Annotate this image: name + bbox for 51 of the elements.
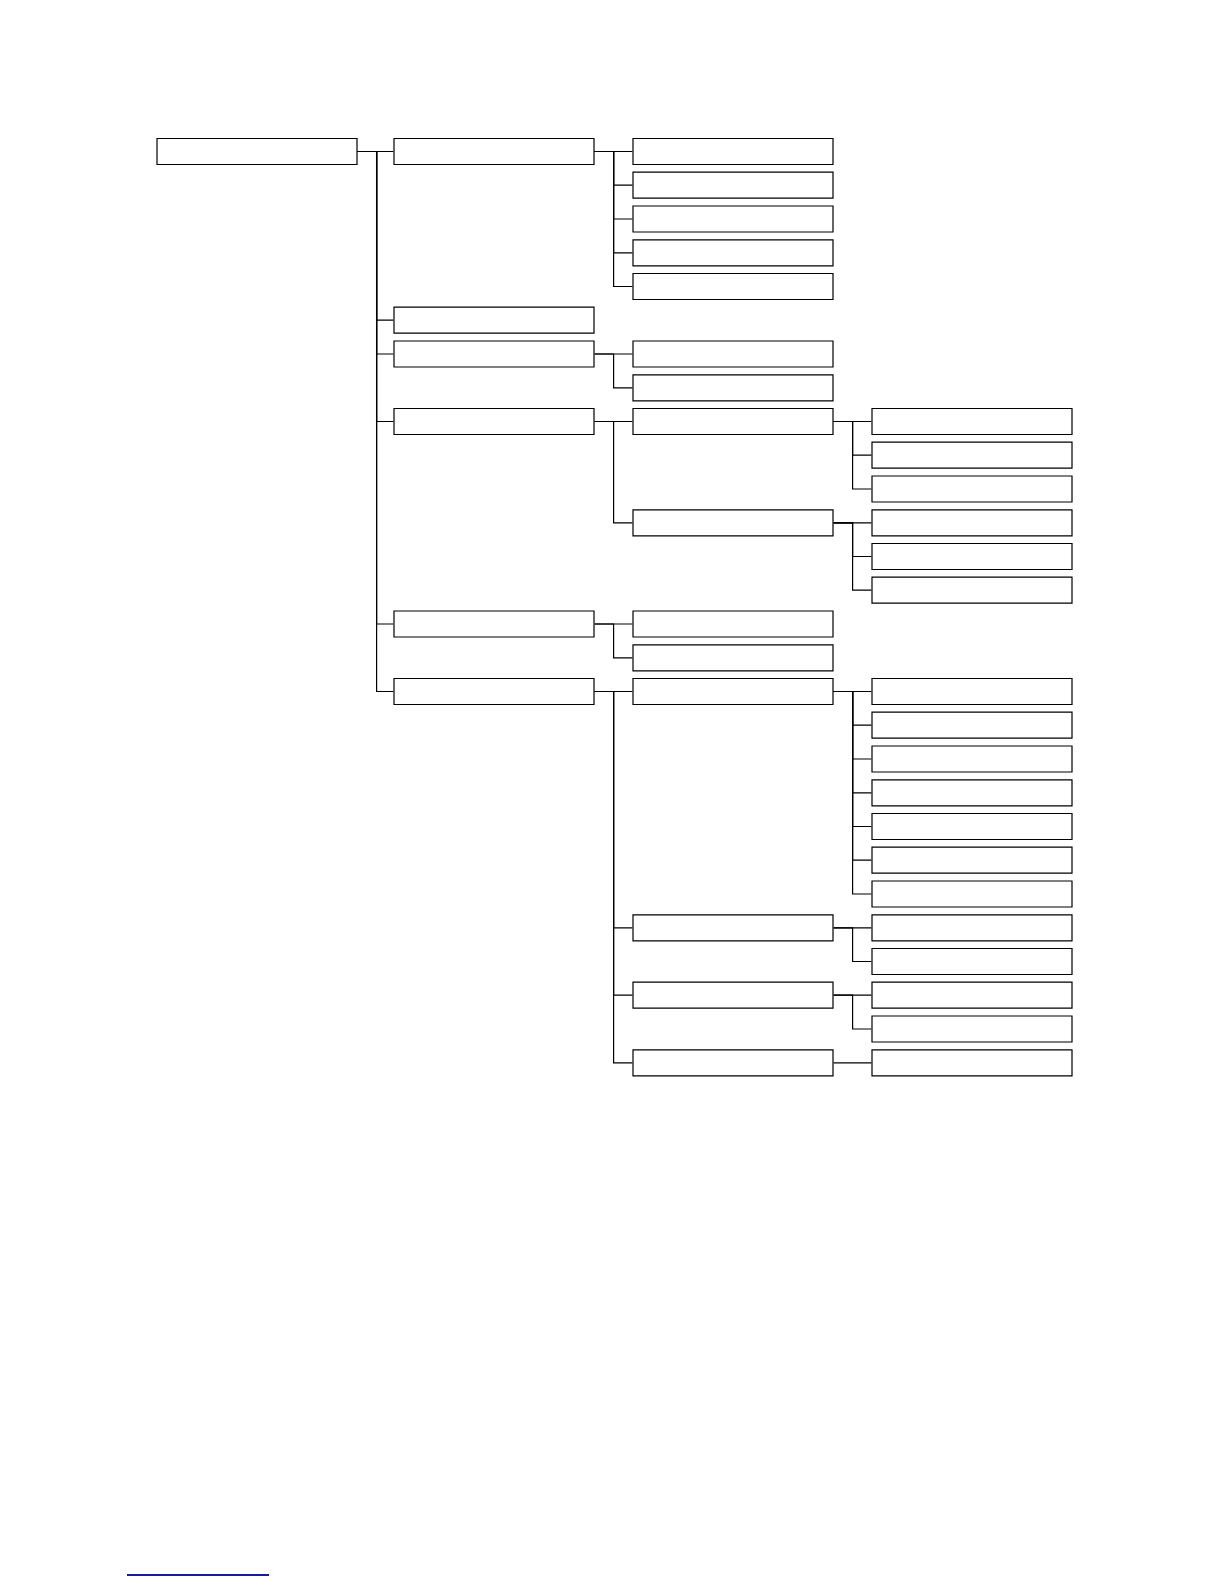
tree-box	[871, 914, 1073, 942]
tree-box	[871, 745, 1073, 773]
tree-box	[393, 407, 595, 436]
tree-box	[871, 407, 1073, 436]
tree-box	[632, 1049, 834, 1077]
tree-box	[156, 137, 358, 166]
connector-line	[594, 150, 633, 288]
tree-box	[871, 846, 1073, 874]
tree-box	[632, 981, 834, 1009]
tree-box	[632, 914, 834, 942]
tree-box	[871, 711, 1073, 739]
tree-box	[871, 441, 1073, 469]
tree-box	[393, 677, 595, 706]
tree-box	[871, 779, 1073, 807]
tree-box	[871, 812, 1073, 841]
tree-box	[632, 610, 834, 638]
tree-box	[871, 509, 1073, 537]
tree-box	[871, 475, 1073, 503]
tree-box	[871, 1015, 1073, 1043]
connector-line	[833, 690, 872, 895]
tree-box	[632, 137, 834, 166]
connector-line	[594, 353, 633, 389]
tree-box	[632, 509, 834, 537]
tree-box	[393, 306, 595, 334]
tree-box	[632, 239, 834, 267]
tree-box	[871, 1049, 1073, 1077]
connector-line	[594, 623, 633, 659]
tree-box	[632, 407, 834, 436]
tree-box	[871, 576, 1073, 604]
tree-box	[393, 610, 595, 638]
connector-line	[833, 927, 872, 963]
tree-box	[871, 542, 1073, 571]
connector-line	[833, 994, 872, 1030]
tree-box	[871, 947, 1073, 976]
tree-box	[632, 644, 834, 672]
tree-box	[632, 677, 834, 706]
tree-box	[393, 137, 595, 166]
connector-line	[833, 522, 872, 591]
connector-line	[594, 690, 633, 1064]
tree-box	[632, 374, 834, 402]
connector-line	[833, 1062, 872, 1064]
connector-line	[833, 420, 872, 490]
tree-box	[393, 340, 595, 368]
tree-box	[632, 205, 834, 233]
tree-box	[632, 340, 834, 368]
tree-box	[871, 981, 1073, 1009]
tree-box	[871, 880, 1073, 908]
connector-line	[594, 420, 633, 524]
tree-box	[632, 171, 834, 199]
tree-box	[871, 677, 1073, 706]
tree-box	[632, 272, 834, 301]
